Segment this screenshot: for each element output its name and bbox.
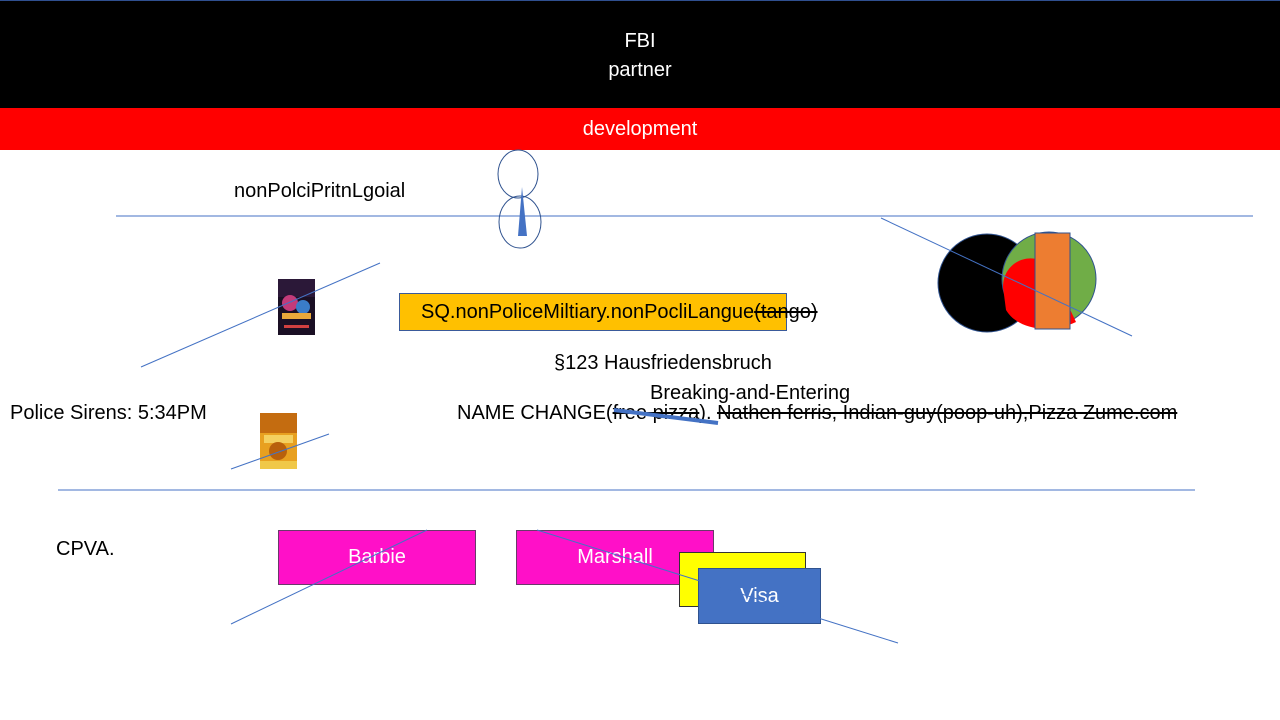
venn-black-circle	[937, 233, 1037, 333]
cpva-label: CPVA.	[56, 538, 115, 560]
movie-poster-2-icon	[260, 413, 297, 469]
name-change-struck-1: free pizza	[612, 402, 700, 424]
top-label: nonPolciPritnLgoial	[234, 180, 406, 202]
diagonal-line-5	[880, 217, 1133, 337]
development-band: development	[0, 108, 1280, 150]
header-banner: FBI partner	[0, 0, 1280, 108]
header-subtitle: partner	[608, 59, 672, 81]
development-label: development	[582, 118, 698, 140]
header-title: FBI	[624, 30, 656, 52]
lower-oval	[498, 195, 542, 249]
law-subtitle: Breaking-and-Entering	[650, 382, 851, 404]
barbie-label: Barbie	[348, 546, 406, 568]
movie-poster-1-icon	[278, 279, 315, 335]
orange-label-box[interactable]: SQ.nonPoliceMiltiary.nonPocliLangue(tang…	[399, 293, 818, 331]
name-change-struck-2: Nathen ferris, Indian-guy(poop-uh),Pizza…	[717, 402, 1178, 424]
venn-green-circle	[1001, 231, 1097, 327]
name-change-text: NAME CHANGE(free pizza). Nathen ferris, …	[457, 402, 1177, 425]
orange-box-label: SQ.nonPoliceMiltiary.nonPocliLangue	[421, 301, 755, 323]
sirens-label: Police Sirens: 5:34PM	[10, 402, 207, 424]
name-change-prefix: NAME CHANGE(	[457, 402, 613, 424]
upper-oval	[497, 149, 539, 199]
visa-label: Visa	[740, 585, 779, 607]
venn-red-shape	[1003, 258, 1076, 329]
needle-shape	[518, 187, 527, 236]
venn-orange-bar	[1034, 232, 1071, 330]
law-title: §123 Hausfriedensbruch	[554, 352, 772, 374]
diagonal-line-1	[140, 262, 381, 368]
marshall-label: Marshall	[577, 546, 653, 568]
orange-box-strike: (tango)	[754, 301, 818, 323]
barbie-button[interactable]: Barbie	[278, 530, 476, 585]
name-change-mid: ).	[699, 402, 718, 424]
visa-button[interactable]: Visa	[698, 568, 821, 624]
